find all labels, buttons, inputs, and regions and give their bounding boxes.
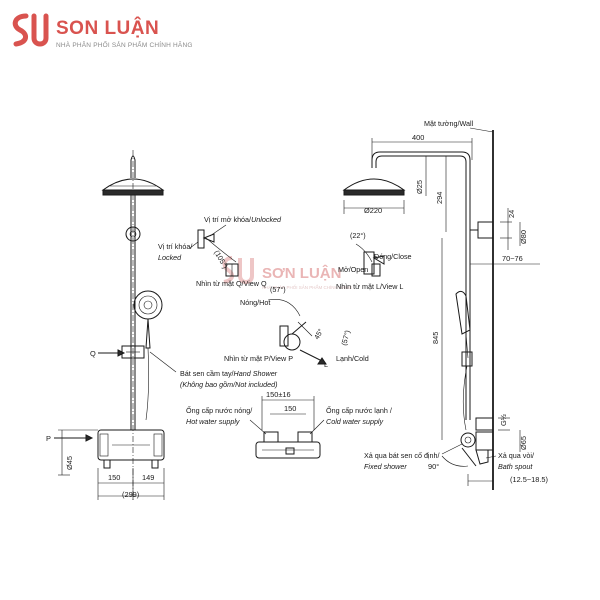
- angle-57-top: (57°): [270, 285, 286, 294]
- watermark-tagline: NHÀ PHÂN PHỐI SẢN PHẨM CHÍNH HÃNG: [262, 284, 353, 290]
- dim-150-16: 150±16: [266, 390, 291, 399]
- side-view-shower: Mặt tường/Wall 400 Ø220 Ø25 294 24 Ø80: [342, 119, 548, 490]
- cold-supply-vi: Ống cấp nước lạnh /: [326, 405, 392, 415]
- dim-range: (12.5~18.5): [510, 475, 548, 484]
- dim-400: 400: [412, 133, 424, 142]
- dim-d45: Ø45: [65, 456, 74, 470]
- hot-supply-en: Hot water supply: [186, 417, 240, 426]
- svg-text:Bát sen cầm tay/Hand Shower: Bát sen cầm tay/Hand Shower: [180, 369, 278, 378]
- view-p-detail: (57°) Nóng/Hot 45° (57°) L Lạnh/Cold Nhì…: [224, 285, 369, 369]
- unlocked-vi: Vị trí mở khóa/: [204, 215, 251, 224]
- watermark-name: SƠN LUẬN: [262, 264, 341, 282]
- dim-d80: Ø80: [519, 230, 528, 244]
- wall-label: Mặt tường/Wall: [424, 119, 474, 128]
- label-l: L: [324, 360, 328, 369]
- dim-g12: G½: [499, 414, 508, 426]
- label-p: P: [46, 434, 51, 443]
- fixed-shower-en: Fixed shower: [364, 462, 407, 471]
- bath-spout-vi: Xả qua vòi/: [498, 451, 534, 460]
- unlocked-en: Unlocked: [251, 215, 282, 224]
- view-q-caption: Nhìn từ mặt Q/View Q: [196, 279, 267, 288]
- hand-shower-vi: Bát sen cầm tay/: [180, 369, 234, 378]
- view-q-detail: Vị trí mở khóa/Unlocked Vị trí khóa/ Loc…: [158, 215, 282, 288]
- dim-90: 90°: [428, 462, 439, 471]
- fixed-shower-vi: Xả qua bát sen cố định/: [364, 451, 440, 460]
- cold-supply-en: Cold water supply: [326, 417, 384, 426]
- view-l-caption: Nhìn từ mặt L/View L: [336, 282, 403, 291]
- bottom-supply-view: 150±16 150 Ống cấp nước nóng/ Hot water …: [186, 390, 392, 459]
- brand-logo-icon: [12, 13, 49, 47]
- angle-22: (22°): [350, 231, 366, 240]
- view-p-caption: Nhìn từ mặt P/View P: [224, 354, 293, 363]
- brand-name: SON LUẬN: [56, 18, 160, 39]
- svg-text:Vị trí mở khóa/Unlocked: Vị trí mở khóa/Unlocked: [204, 215, 282, 224]
- hand-shower-note: (Không bao gồm/Not included): [180, 380, 278, 389]
- dim-70-76: 70~76: [502, 254, 523, 263]
- angle-105: (105°): [212, 249, 230, 271]
- close-label: Đóng/Close: [374, 252, 412, 261]
- dim-150-inner: 150: [284, 404, 296, 413]
- angle-57-right: (57°): [339, 329, 352, 346]
- dim-294: 294: [435, 192, 444, 204]
- hand-shower-en: Hand Shower: [234, 369, 278, 378]
- hot-label: Nóng/Hot: [240, 298, 270, 307]
- view-l-detail: (22°) Đóng/Close Mở/Open Nhìn từ mặt L/V…: [336, 231, 412, 291]
- angle-45: 45°: [312, 327, 325, 341]
- open-label: Mở/Open: [338, 265, 368, 274]
- dim-150-left: 150: [108, 473, 120, 482]
- dim-299: (299): [122, 490, 139, 499]
- dim-149: 149: [142, 473, 154, 482]
- dim-24: 24: [507, 210, 516, 218]
- brand-tagline: NHÀ PHÂN PHỐI SẢN PHẨM CHÍNH HÃNG: [56, 42, 193, 49]
- cold-label: Lạnh/Cold: [336, 354, 369, 363]
- bath-spout-en: Bath spout: [498, 462, 533, 471]
- brand-header: SON LUẬN NHÀ PHÂN PHỐI SẢN PHẨM CHÍNH HÃ…: [6, 10, 256, 54]
- label-q: Q: [90, 349, 96, 358]
- dim-d25: Ø25: [415, 180, 424, 194]
- hot-supply-vi: Ống cấp nước nóng/: [186, 405, 252, 415]
- dim-845: 845: [431, 332, 440, 344]
- locked-en: Locked: [158, 253, 182, 262]
- watermark: SƠN LUẬN NHÀ PHÂN PHỐI SẢN PHẨM CHÍNH HÃ…: [222, 256, 353, 290]
- dim-d65: Ø65: [519, 436, 528, 450]
- dim-220: Ø220: [364, 206, 382, 215]
- locked-vi: Vị trí khóa/: [158, 242, 192, 251]
- front-view-shower: Q P Bát sen cầm tay/Hand Shower (Không b…: [46, 150, 278, 500]
